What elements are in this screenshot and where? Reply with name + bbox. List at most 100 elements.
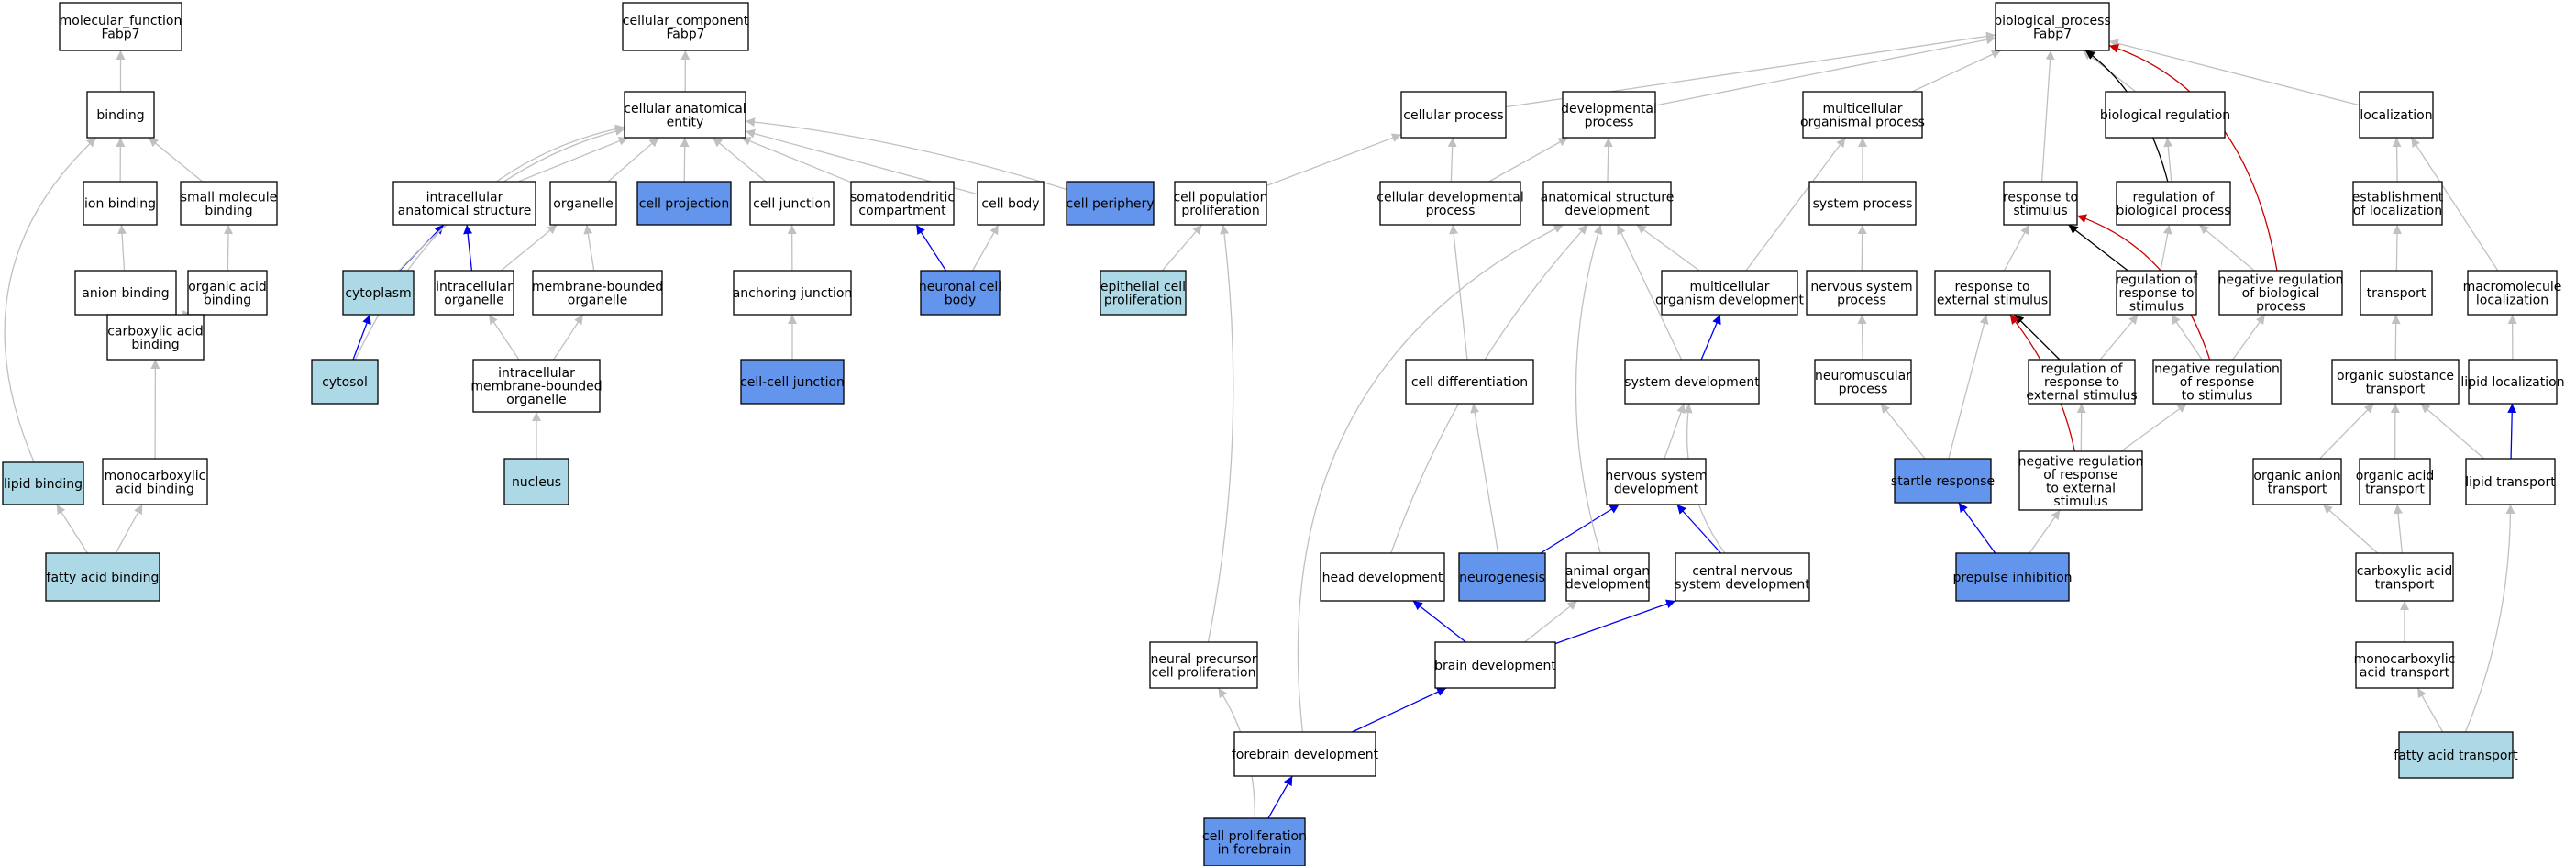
edge-organelle-to-cae <box>607 137 659 183</box>
node-anion[interactable]: anion binding <box>74 270 177 316</box>
node-label: ion binding <box>84 197 156 212</box>
node-cell-junction[interactable]: cell junction <box>749 181 835 226</box>
node-label: transport <box>2375 577 2435 592</box>
node-binding[interactable]: binding <box>86 91 155 139</box>
node-localization[interactable]: localization <box>2359 91 2434 139</box>
node-box <box>920 270 1001 316</box>
node-label: stimulus <box>2053 494 2107 509</box>
node-cell-periph[interactable]: cell periphery <box>1066 181 1155 226</box>
node-fa-binding[interactable]: fatty acid binding <box>45 552 160 602</box>
edge-cytosol-to-cae <box>354 124 625 361</box>
node-cell-body[interactable]: cell body <box>977 181 1045 226</box>
node-label: localization <box>2360 108 2432 123</box>
node-bio-reg[interactable]: biological regulation <box>2100 91 2230 139</box>
node-lipid-loc[interactable]: lipid localization <box>2460 359 2565 405</box>
node-lipid-b[interactable]: lipid binding <box>2 461 84 505</box>
node-label: organelle <box>506 393 566 407</box>
node-fat[interactable]: fatty acid transport <box>2394 731 2518 779</box>
edge-fore-dev-to-brain-dev <box>1352 687 1447 733</box>
node-box <box>1934 270 2051 316</box>
node-fore-dev[interactable]: forebrain development <box>1232 731 1379 777</box>
node-cytosol[interactable]: cytosol <box>311 359 379 405</box>
node-label: entity <box>667 115 704 129</box>
node-cytoplasm[interactable]: cytoplasm <box>342 270 415 316</box>
edge-cat-to-oacid-t <box>2394 504 2404 554</box>
node-neurogenesis[interactable]: neurogenesis <box>1458 552 1546 602</box>
node-label: fatty acid transport <box>2394 749 2518 763</box>
node-label: transport <box>2367 286 2427 301</box>
node-box <box>2028 359 2136 405</box>
node-cell-proj[interactable]: cell projection <box>636 181 732 226</box>
node-label: external stimulus <box>1937 293 2048 307</box>
node-cell-proc[interactable]: cellular process <box>1400 91 1507 139</box>
edge-somato-to-cae <box>741 137 852 183</box>
node-anch-junc[interactable]: anchoring junction <box>733 270 853 316</box>
node-head-dev[interactable]: head development <box>1320 552 1445 602</box>
node-organelle[interactable]: organelle <box>549 181 617 226</box>
node-nucleus[interactable]: nucleus <box>503 458 569 505</box>
node-label: compartment <box>858 204 946 218</box>
node-box <box>1149 641 1258 689</box>
node-transport[interactable]: transport <box>2360 270 2433 316</box>
node-sys-proc[interactable]: system process <box>1808 181 1917 226</box>
node-sys-dev[interactable]: system development <box>1624 359 1760 405</box>
node-lipid-t[interactable]: lipid transport <box>2465 458 2556 505</box>
node-label: cellular anatomical <box>624 102 746 117</box>
node-cell-diff[interactable]: cell differentiation <box>1405 359 1534 405</box>
node-label: carboxylic acid <box>2357 564 2453 579</box>
node-label: intracellular <box>436 280 513 294</box>
edge-dev-proc-to-bp <box>1654 35 1996 106</box>
edge-epi-prolif-to-cpp <box>1161 224 1203 272</box>
node-brain-dev[interactable]: brain development <box>1434 641 1556 689</box>
node-box <box>850 181 955 226</box>
node-ion-binding[interactable]: ion binding <box>83 181 158 226</box>
node-cc-junc[interactable]: cell-cell junction <box>740 359 845 405</box>
node-prepulse[interactable]: prepulse inhibition <box>1952 552 2073 602</box>
node-startle[interactable]: startle response <box>1891 458 1995 504</box>
node-box <box>180 181 278 226</box>
